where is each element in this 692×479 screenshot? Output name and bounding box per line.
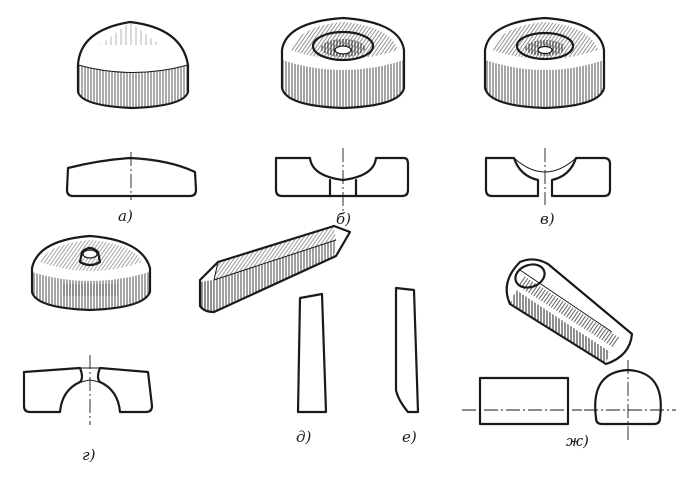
blank-g-view [30,234,152,312]
blank-b-section [274,148,410,212]
label-g: г) [82,446,96,464]
blank-a-section [65,152,198,200]
blank-a-view [76,20,190,110]
cylinder-view [505,258,634,366]
label-d: д) [296,428,312,446]
bar-section-e [394,286,420,414]
cylinder-section-cross [584,360,676,440]
label-zh: ж) [566,432,589,450]
bar-section-d [296,292,328,414]
blank-v-section [484,148,612,205]
label-b: б) [336,210,351,228]
blank-v-view [483,16,606,110]
bar-prism-view [198,224,352,314]
cylinder-section-long [462,376,582,426]
blank-g-section [22,355,154,425]
label-e: е) [402,428,417,446]
label-v: в) [540,210,555,228]
blank-b-view [280,16,406,110]
label-a: а) [118,207,133,225]
